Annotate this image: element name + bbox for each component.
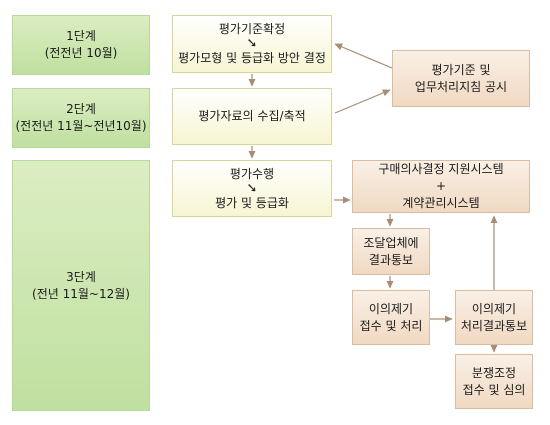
criteria-box: 평가기준확정 ➘ 평가모형 및 등급화 방안 결정 [172, 15, 332, 73]
stage-3-period: (전년 11월~12월) [32, 286, 130, 301]
stage-2-name: 2단계 [66, 102, 96, 116]
criteria-title: 평가기준확정 [218, 22, 286, 36]
curved-arrow-icon: ➘ [246, 36, 258, 51]
stage-2: 2단계 (전전년 11월~전년10월) [12, 88, 150, 148]
system-line1: 구매의사결정 지원시스템 [378, 162, 504, 176]
objection-receive-line1: 이의제기 [368, 301, 414, 316]
objection-receive-box: 이의제기 접수 및 처리 [352, 290, 430, 345]
dispute-line2: 접수 및 심의 [462, 382, 526, 397]
evaluate-title: 평가수행 [229, 166, 275, 181]
arrow-announce-to-criteria [334, 43, 393, 69]
stage-3-name: 3단계 [66, 269, 96, 284]
system-plus: + [435, 179, 447, 193]
system-line3: 계약관리시스템 [402, 196, 480, 210]
evaluate-box: 평가수행 ➘ 평가 및 등급화 [172, 160, 332, 217]
system-box: 구매의사결정 지원시스템 + 계약관리시스템 [352, 160, 530, 213]
notify-box: 조달업체에 결과통보 [352, 228, 430, 275]
criteria-detail: 평가모형 및 등급화 방안 결정 [178, 51, 326, 65]
objection-receive-line2: 접수 및 처리 [359, 318, 423, 333]
collect-box: 평가자료의 수집/축적 [172, 88, 332, 145]
announce-box: 평가기준 및 업무처리지침 공시 [392, 50, 530, 107]
stage-1: 1단계 (전전년 10월) [12, 15, 150, 75]
dispute-line1: 분쟁조정 [471, 365, 517, 380]
objection-notify-line2: 처리결과통보 [460, 318, 528, 333]
evaluate-detail: 평가 및 등급화 [215, 195, 289, 210]
stage-3: 3단계 (전년 11월~12월) [12, 160, 150, 411]
dispute-box: 분쟁조정 접수 및 심의 [455, 354, 533, 409]
arrow-collect-to-announce [334, 89, 391, 114]
notify-line1: 조달업체에 [363, 235, 419, 250]
announce-line2: 업무처리지침 공시 [414, 79, 508, 94]
stage-1-name: 1단계 [66, 29, 96, 43]
curved-arrow-icon: ➘ [246, 180, 258, 196]
notify-line2: 결과통보 [368, 252, 414, 267]
objection-notify-line1: 이의제기 [471, 301, 517, 316]
collect-label: 평가자료의 수집/축적 [198, 109, 306, 123]
stage-2-period: (전전년 11월~전년10월) [15, 119, 147, 133]
objection-notify-box: 이의제기 처리결과통보 [455, 290, 533, 345]
announce-line1: 평가기준 및 [431, 62, 491, 77]
stage-1-period: (전전년 10월) [44, 46, 118, 60]
